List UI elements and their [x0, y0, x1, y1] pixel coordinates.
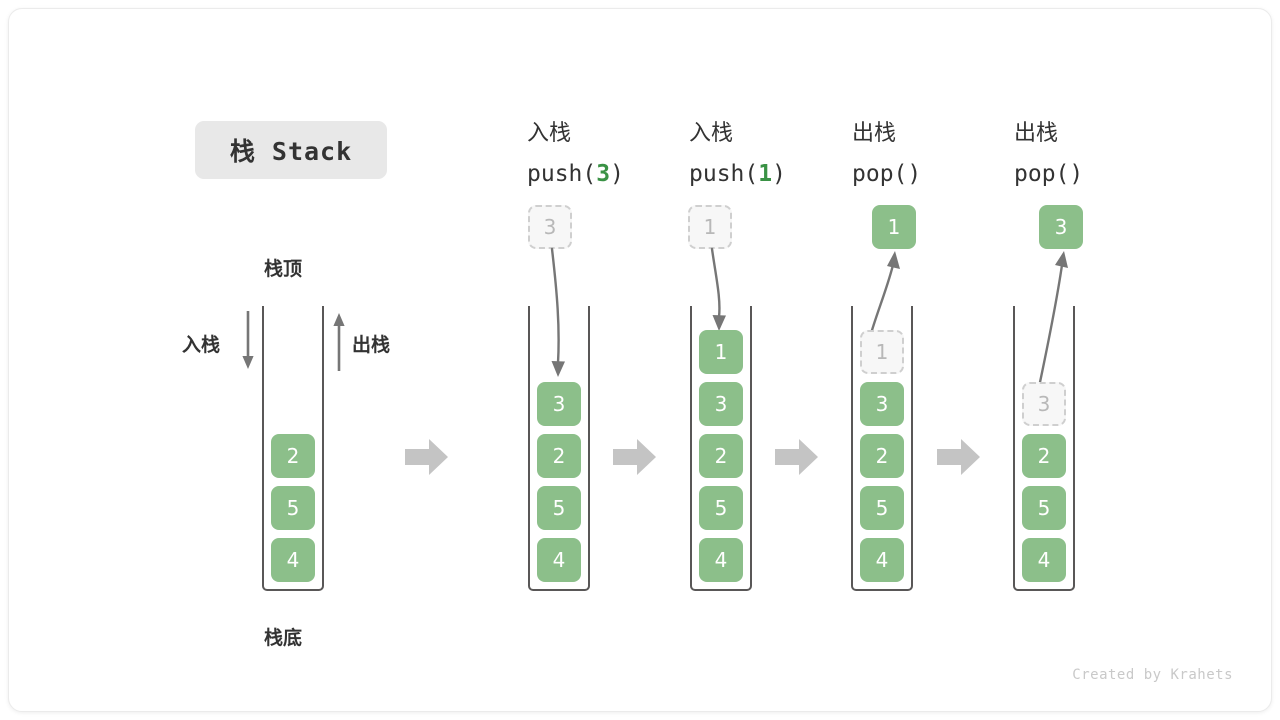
stack-cell: 4	[271, 538, 315, 582]
stack-cell: 1	[699, 330, 743, 374]
step-header-code: pop()	[1014, 154, 1083, 194]
stack-cell: 2	[860, 434, 904, 478]
stack-cell: 4	[860, 538, 904, 582]
diagram-title-chip: 栈 Stack	[195, 121, 387, 179]
popped-cell: 1	[872, 205, 916, 249]
code-prefix: pop(	[852, 161, 908, 187]
stack-cell: 3	[860, 382, 904, 426]
step-header-2: 入栈 push(1)	[689, 114, 786, 194]
stack-cell: 2	[699, 434, 743, 478]
code-suffix: )	[772, 161, 786, 187]
stack-cell: 5	[1022, 486, 1066, 530]
credit-text: Created by Krahets	[1072, 667, 1233, 683]
stack-container-step-1	[528, 306, 590, 591]
stack-cell: 3	[537, 382, 581, 426]
step-header-4: 出栈 pop()	[1014, 114, 1083, 194]
step-separator-arrow-icon	[405, 437, 449, 477]
code-suffix: )	[610, 161, 624, 187]
step-separator-arrow-icon	[775, 437, 819, 477]
stack-top-label: 栈顶	[264, 258, 303, 280]
pop-motion-arrow-icon	[1009, 249, 1089, 389]
stack-cell: 4	[699, 538, 743, 582]
popped-cell: 3	[1039, 205, 1083, 249]
step-header-1: 入栈 push(3)	[527, 114, 624, 194]
step-header-3: 出栈 pop()	[852, 114, 921, 194]
pop-up-arrow-icon	[330, 311, 348, 371]
diagram-title-text: 栈 Stack	[229, 137, 353, 166]
stack-container-step-4	[1013, 306, 1075, 591]
stack-container-step-2	[690, 306, 752, 591]
stack-cell: 5	[860, 486, 904, 530]
stack-cell: 3	[699, 382, 743, 426]
step-header-cn: 出栈	[852, 121, 897, 146]
stack-cell: 2	[537, 434, 581, 478]
step-header-code: push(1)	[689, 154, 786, 194]
stack-cell: 2	[271, 434, 315, 478]
code-prefix: pop(	[1014, 161, 1070, 187]
diagram-card: 栈 Stack 栈顶 入栈 出栈 2 5 4 栈底 入栈 push(3) 3	[8, 8, 1272, 712]
stack-bottom-label: 栈底	[264, 627, 303, 649]
stack-cell: 5	[271, 486, 315, 530]
step-header-cn: 出栈	[1014, 121, 1059, 146]
code-suffix: )	[1069, 161, 1084, 187]
incoming-ghost-cell: 3	[528, 205, 572, 249]
step-header-code: push(3)	[527, 154, 624, 194]
push-motion-arrow-icon	[524, 247, 594, 387]
incoming-ghost-cell: 1	[688, 205, 732, 249]
code-arg: 3	[596, 161, 611, 187]
removed-ghost-cell: 1	[860, 330, 904, 374]
step-header-code: pop()	[852, 154, 921, 194]
stack-cell: 5	[699, 486, 743, 530]
push-down-arrow-icon	[239, 311, 257, 371]
stack-cell: 4	[537, 538, 581, 582]
code-suffix: )	[907, 161, 922, 187]
code-prefix: push(	[689, 161, 759, 187]
pop-direction-label: 出栈	[352, 334, 391, 356]
push-direction-label: 入栈	[182, 334, 221, 356]
step-header-cn: 入栈	[527, 121, 572, 146]
stack-cell: 5	[537, 486, 581, 530]
removed-ghost-cell: 3	[1022, 382, 1066, 426]
stack-cell: 2	[1022, 434, 1066, 478]
stack-container-step-3	[851, 306, 913, 591]
stack-container-base	[262, 306, 324, 591]
code-prefix: push(	[527, 161, 597, 187]
code-arg: 1	[758, 161, 773, 187]
step-separator-arrow-icon	[937, 437, 981, 477]
step-separator-arrow-icon	[613, 437, 657, 477]
push-motion-arrow-icon	[685, 247, 755, 342]
stack-cell: 4	[1022, 538, 1066, 582]
step-header-cn: 入栈	[689, 121, 734, 146]
